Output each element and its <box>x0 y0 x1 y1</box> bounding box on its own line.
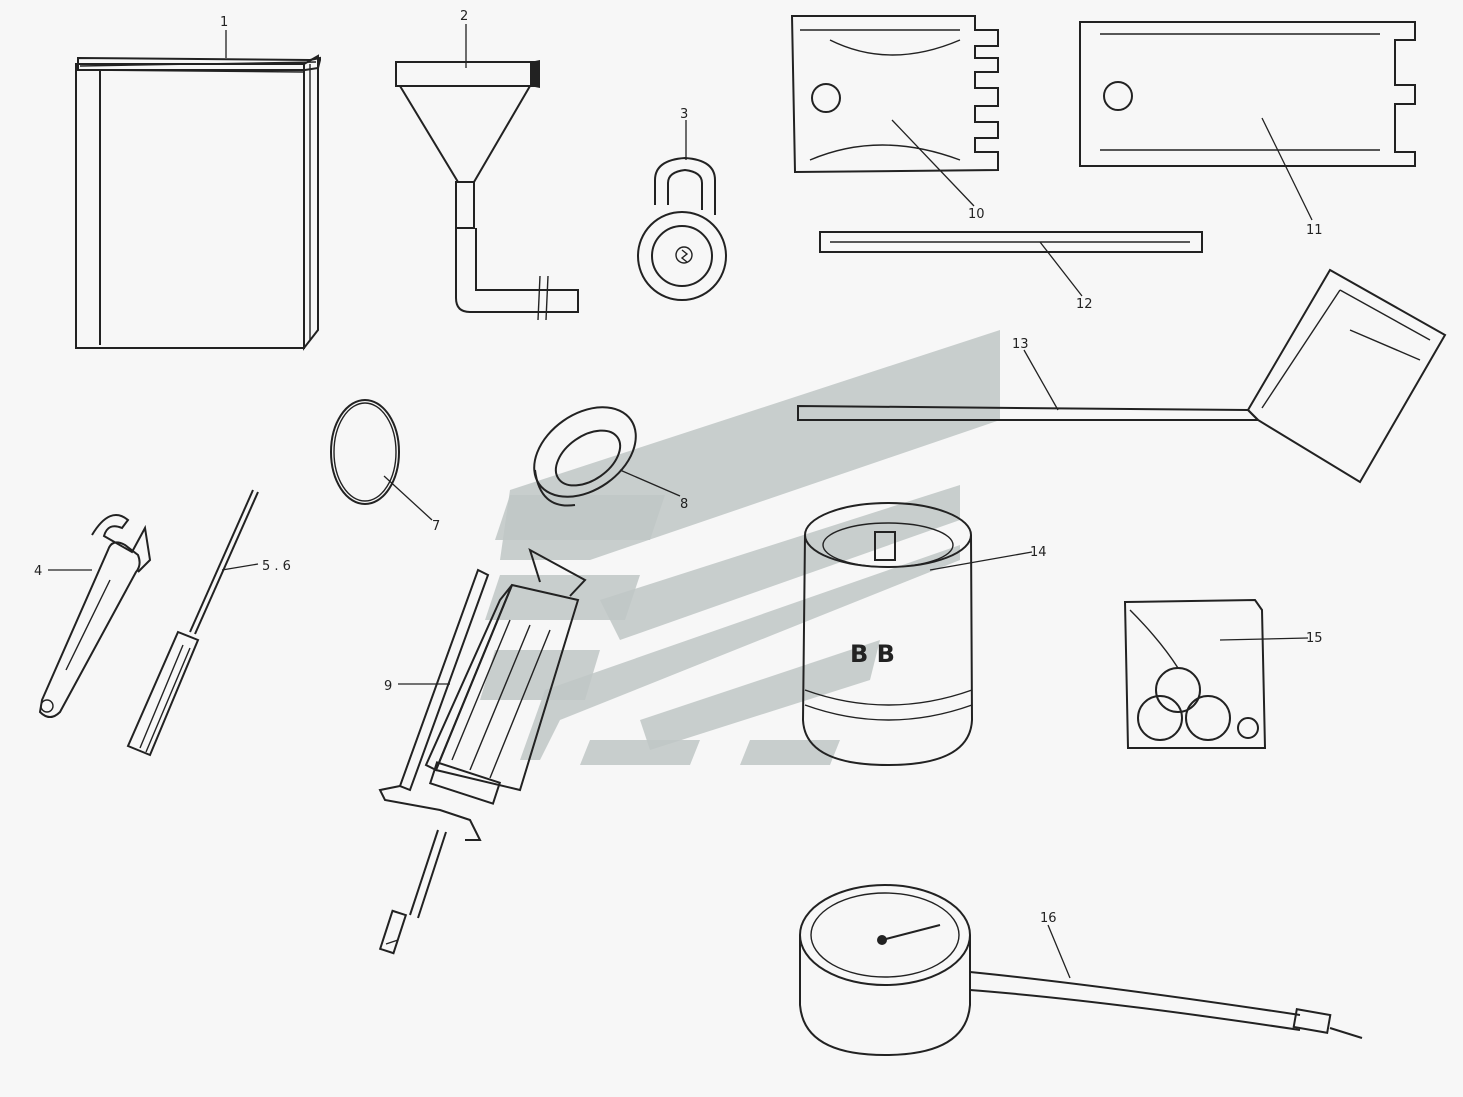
funnel <box>395 60 579 321</box>
callout-1: 1 <box>220 15 228 30</box>
scraper-tool <box>797 268 1447 484</box>
callout-15: 15 <box>1306 631 1323 646</box>
adjustable-wrench <box>38 514 152 718</box>
leader-lines <box>48 24 1313 979</box>
callout-labels: 1 2 3 4 5 . 6 7 8 9 10 11 12 13 14 15 16 <box>34 9 1323 926</box>
callout-14: 14 <box>1030 545 1047 560</box>
grease-gun <box>378 547 587 955</box>
callout-11: 11 <box>1306 223 1323 238</box>
screwdriver <box>126 489 259 757</box>
watermark-logo <box>480 330 1000 765</box>
seal-ring <box>533 406 637 507</box>
callout-16: 16 <box>1040 911 1057 926</box>
callout-13: 13 <box>1012 337 1029 352</box>
callout-5-6: 5 . 6 <box>262 559 291 574</box>
callout-3: 3 <box>680 107 688 122</box>
manual-book <box>75 54 321 351</box>
bar-tool <box>819 231 1203 253</box>
callout-8: 8 <box>680 497 688 512</box>
timing-plate-left <box>790 15 999 174</box>
callout-12: 12 <box>1076 297 1093 312</box>
callout-7: 7 <box>432 519 440 534</box>
padlock <box>637 156 727 301</box>
can-lettering: B B <box>850 640 895 668</box>
parts-bag <box>1123 598 1267 749</box>
callout-10: 10 <box>968 207 985 222</box>
callout-2: 2 <box>460 9 468 24</box>
timing-plate-right <box>1079 21 1416 167</box>
callout-4: 4 <box>34 564 42 579</box>
o-ring <box>330 399 400 505</box>
pressure-gauge <box>799 884 1363 1057</box>
callout-9: 9 <box>384 679 392 694</box>
oil-can: B B <box>801 502 974 767</box>
